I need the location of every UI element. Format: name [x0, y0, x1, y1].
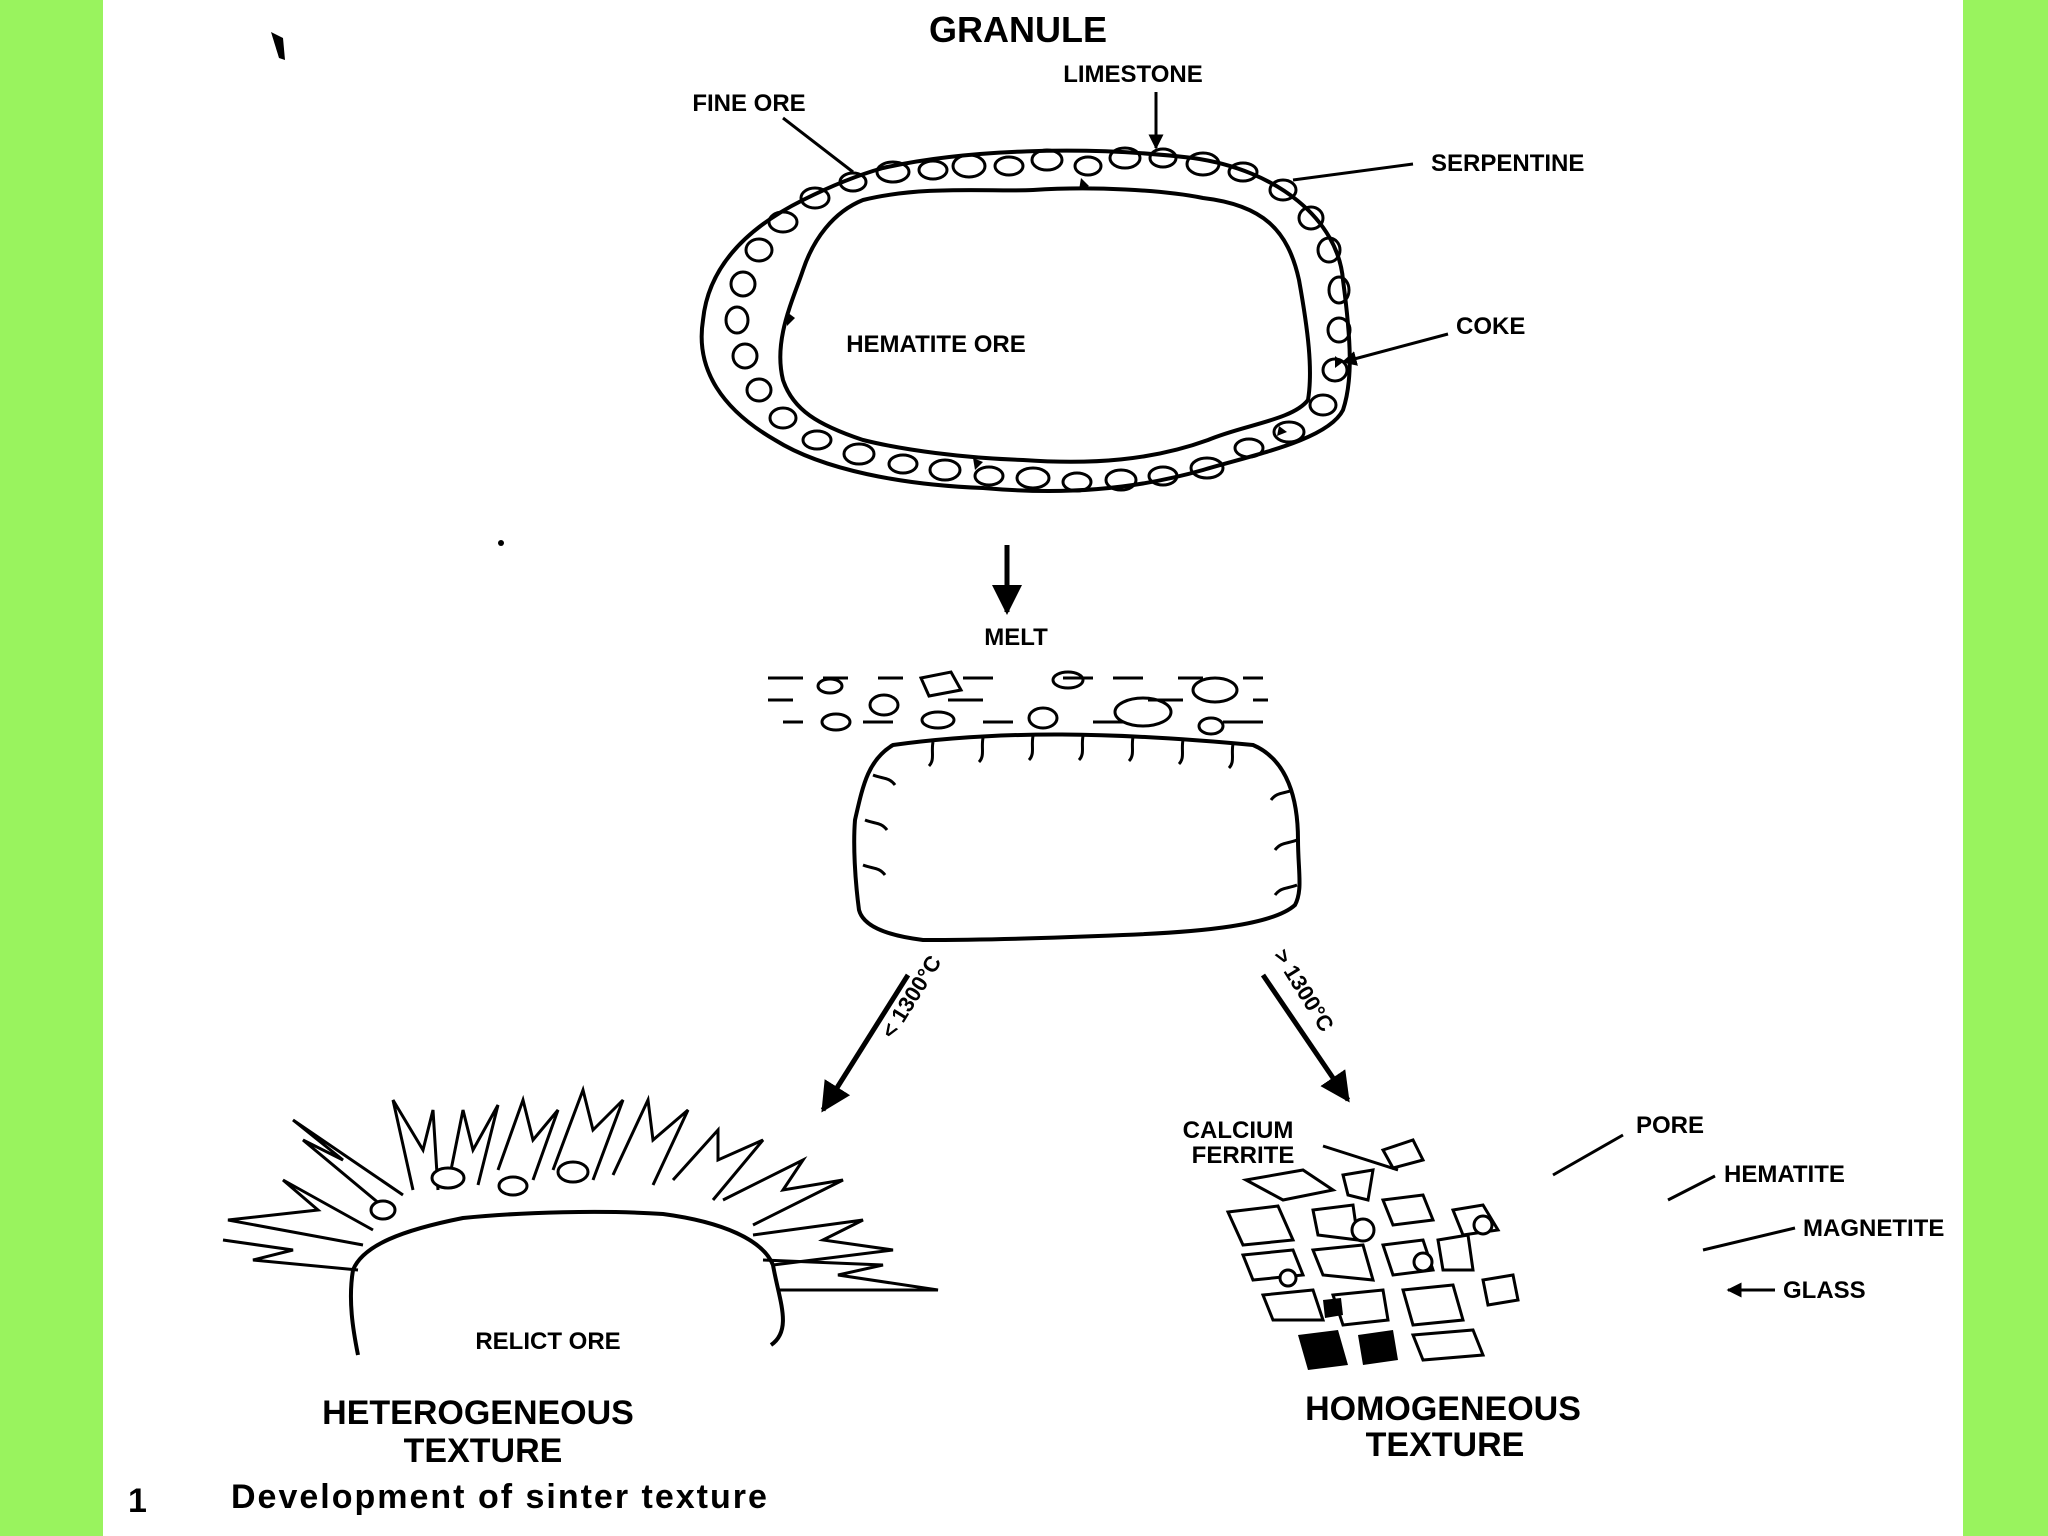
pore-label: PORE — [1636, 1112, 1704, 1139]
ferrite-label: FERRITE — [1192, 1142, 1295, 1169]
melt-illustration — [768, 670, 1302, 943]
coke-particles — [787, 178, 1343, 470]
crystal-nodules — [369, 1160, 590, 1221]
magnetite-leader — [1702, 1226, 1796, 1252]
serpentine-leader — [1292, 162, 1414, 182]
heterogeneous-illustration — [222, 1084, 939, 1356]
homogeneous-illustration — [1225, 1138, 1520, 1370]
figure-number: 1 — [128, 1482, 147, 1520]
homogeneous-title: HOMOGENEOUS — [1305, 1390, 1581, 1428]
calcium-ferrite-leader — [1322, 1144, 1399, 1172]
limestone-label: LIMESTONE — [1063, 61, 1203, 88]
homogeneous-texture-title: TEXTURE — [1366, 1426, 1525, 1464]
fine-ore-label: FINE ORE — [692, 90, 805, 117]
temp-low-label: < 1300°C — [876, 951, 946, 1043]
stray-dot — [498, 540, 504, 546]
melt-cracks — [862, 735, 1298, 896]
heterogeneous-title: HETEROGENEOUS — [322, 1394, 634, 1432]
calcium-label: CALCIUM — [1183, 1117, 1294, 1144]
arrow-low-temp — [820, 973, 911, 1113]
figure-caption: Development of sinter texture — [231, 1478, 769, 1516]
crystal-needles — [222, 1084, 939, 1292]
hematite-ore-label: HEMATITE ORE — [846, 331, 1026, 358]
stray-mark — [271, 32, 285, 60]
granule-illustration — [699, 146, 1352, 493]
arrow-high-temp — [1260, 973, 1351, 1103]
hematite-label: HEMATITE — [1724, 1161, 1845, 1188]
coke-label: COKE — [1456, 313, 1525, 340]
melt-dashes — [768, 676, 1268, 724]
relict-ore-label: RELICT ORE — [475, 1328, 620, 1355]
hematite-ore-core — [778, 186, 1312, 464]
granule-coating — [699, 148, 1352, 493]
melt-label: MELT — [984, 624, 1048, 651]
coke-leader — [1341, 332, 1449, 366]
sinter-texture-diagram: GRANULE — [128, 9, 1944, 1520]
glass-label: GLASS — [1783, 1277, 1866, 1304]
serpentine-label: SERPENTINE — [1431, 150, 1584, 177]
pore-leader — [1552, 1133, 1624, 1177]
hematite-leader — [1667, 1174, 1716, 1202]
figure-panel: GRANULE — [103, 0, 1963, 1536]
magnetite-label: MAGNETITE — [1803, 1215, 1944, 1242]
granule-title: GRANULE — [929, 9, 1107, 50]
melt-particles — [816, 670, 1239, 736]
melt-ore-body — [852, 732, 1302, 943]
fine-ore-leader — [782, 116, 854, 174]
heterogeneous-texture-title: TEXTURE — [404, 1432, 563, 1470]
temp-high-label: > 1300°C — [1269, 944, 1339, 1036]
